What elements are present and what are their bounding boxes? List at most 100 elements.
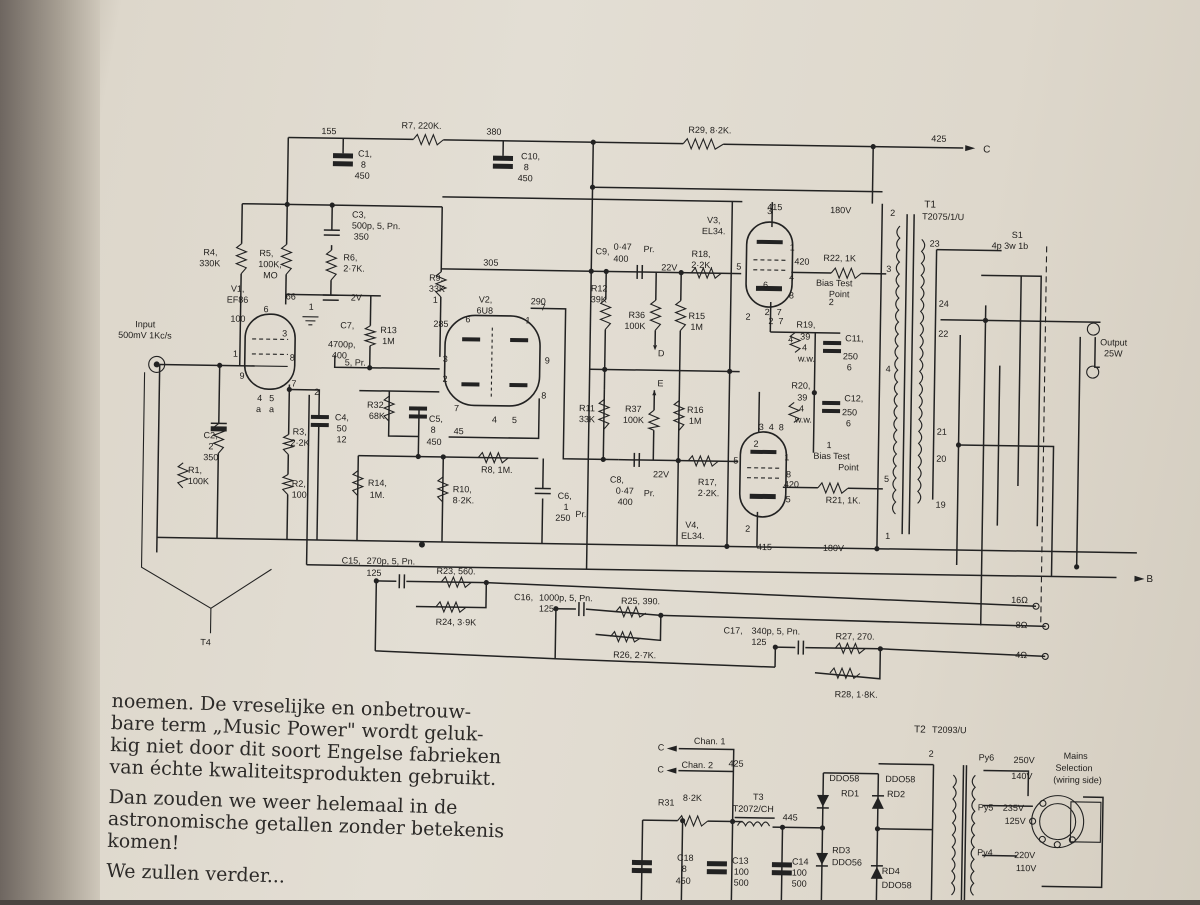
c12-label: C12, (844, 393, 863, 403)
r31-value: 8·2K (683, 793, 702, 803)
r20-label: R20, (791, 380, 810, 390)
c4-label: C4, (335, 412, 349, 422)
c8-value: 0·47 (616, 486, 634, 496)
t2-type: T2093/U (932, 725, 967, 736)
c17-label: C17, (724, 625, 743, 635)
pin-number: 5 (269, 393, 274, 403)
r12-value: 39K (591, 294, 607, 304)
pin-number: 1 (790, 242, 795, 252)
rd3-label: RD3 (832, 845, 850, 855)
node-22v-bot: 22V (653, 469, 669, 479)
pin-number: 3 (282, 328, 287, 338)
r21-label: R21, 1K. (826, 495, 861, 506)
r19-value: 39 (800, 332, 810, 342)
pin-number: 6 (465, 314, 470, 324)
r5-label: R5, (259, 248, 273, 258)
r26-label: R26, 2·7K. (613, 650, 656, 661)
c18-value: 8 (682, 864, 687, 874)
pin-number: 19 (936, 500, 946, 510)
pin-number: 8 (789, 290, 794, 300)
py4-label: Py4 (977, 847, 993, 857)
c3-label: C3, (352, 209, 366, 219)
pin-number: 1 (826, 440, 831, 450)
pin-number: 8 (786, 469, 791, 479)
r13-value: 1M (382, 336, 395, 346)
wiring-side-label: (wiring side) (1053, 775, 1102, 786)
c3-voltage: 350 (354, 231, 369, 241)
node-380: 380 (486, 127, 501, 137)
r37-label: R37 (625, 404, 642, 414)
r1-label: R1, (188, 465, 202, 475)
r22-label: R22, 1K (823, 253, 856, 264)
c7-label: C7, (340, 320, 354, 330)
node-155: 155 (321, 126, 336, 136)
node-2v: 2V (351, 292, 362, 302)
r27-label: R27, 270. (835, 631, 874, 642)
c8-type: Pr. (644, 488, 655, 498)
selection-label: Selection (1055, 763, 1092, 774)
r12-label: R12 (591, 283, 608, 293)
r28-label: R28, 1·8K. (835, 689, 878, 700)
c14-value: 100 (792, 867, 807, 877)
paragraph-1: noemen. De vreselijke en onbetrouw- bare… (109, 690, 582, 793)
pin-number: 3 (886, 264, 891, 274)
c17-value: 340p, 5, Pn. (752, 626, 801, 637)
bias-test-top: Bias Test (816, 278, 853, 289)
v3-label: V3, (707, 215, 721, 225)
misc-symbols (144, 132, 1151, 661)
ddo58-b: DDO58 (885, 774, 915, 784)
node-180v-top: 180V (830, 205, 851, 215)
node-445: 445 (783, 812, 798, 822)
c10-label: C10, (521, 151, 540, 161)
r18-label: R18, (691, 249, 710, 259)
c4-value: 50 (337, 423, 347, 433)
chan1-label: Chan. 1 (694, 736, 726, 746)
node-66: 66 (286, 291, 296, 301)
node-415-bot: 415 (757, 542, 772, 552)
pin-number: 7 (778, 316, 783, 326)
r19-label: R19, (796, 319, 815, 329)
c7-tol: 5, Pr. (345, 357, 366, 367)
c15-voltage: 125 (366, 568, 381, 578)
r9-value: 33K (429, 284, 445, 294)
pin-number: 5 (733, 455, 738, 465)
node-285: 285 (433, 319, 448, 329)
v140: 140V (1011, 771, 1032, 781)
pin-number: 5 (884, 474, 889, 484)
r16-value: 1M (689, 416, 702, 426)
r2-value: 100 (292, 490, 307, 500)
r5-type: MO (263, 270, 278, 280)
input-label: Input (135, 319, 156, 329)
r8-label: R8, 1M. (481, 465, 513, 475)
v110: 110V (1016, 863, 1037, 873)
c13-value: 100 (734, 867, 749, 877)
c7-value: 4700p, (328, 339, 356, 349)
py5-label: Py5 (978, 802, 994, 812)
v4-label: V4, (685, 520, 699, 530)
pin-number: 5 (512, 415, 517, 425)
c11-label: C11, (845, 333, 863, 343)
r36-label: R36 (628, 310, 645, 320)
paragraph-3: We zullen verder... (106, 860, 576, 897)
pin-number: 1 (784, 452, 789, 462)
node-425-ps: 425 (728, 758, 743, 768)
pin-number: 2 (442, 374, 447, 384)
pin-number: 4 (788, 334, 793, 344)
r20-type: w.w. (794, 414, 812, 424)
pin-number: 2 (745, 312, 750, 322)
r17-label: R17, (698, 477, 717, 487)
r5-value: 100K, (258, 259, 282, 269)
c1-voltage: 450 (355, 170, 370, 180)
pin-number: 6 (264, 304, 269, 314)
pin-number: 24 (939, 299, 949, 309)
v1-label: V1, (231, 284, 245, 294)
c5-label: C5, (429, 414, 443, 424)
c17-voltage: 125 (751, 637, 766, 647)
pin-number: 4 (886, 364, 891, 374)
v1-type: EF86 (227, 295, 249, 305)
c2-value: 2 (208, 441, 213, 451)
pin-number: 8 (541, 390, 546, 400)
pin-number: 9 (545, 356, 550, 366)
r10-value: 8·2K. (453, 495, 475, 505)
output-b-label: B (1146, 574, 1153, 585)
